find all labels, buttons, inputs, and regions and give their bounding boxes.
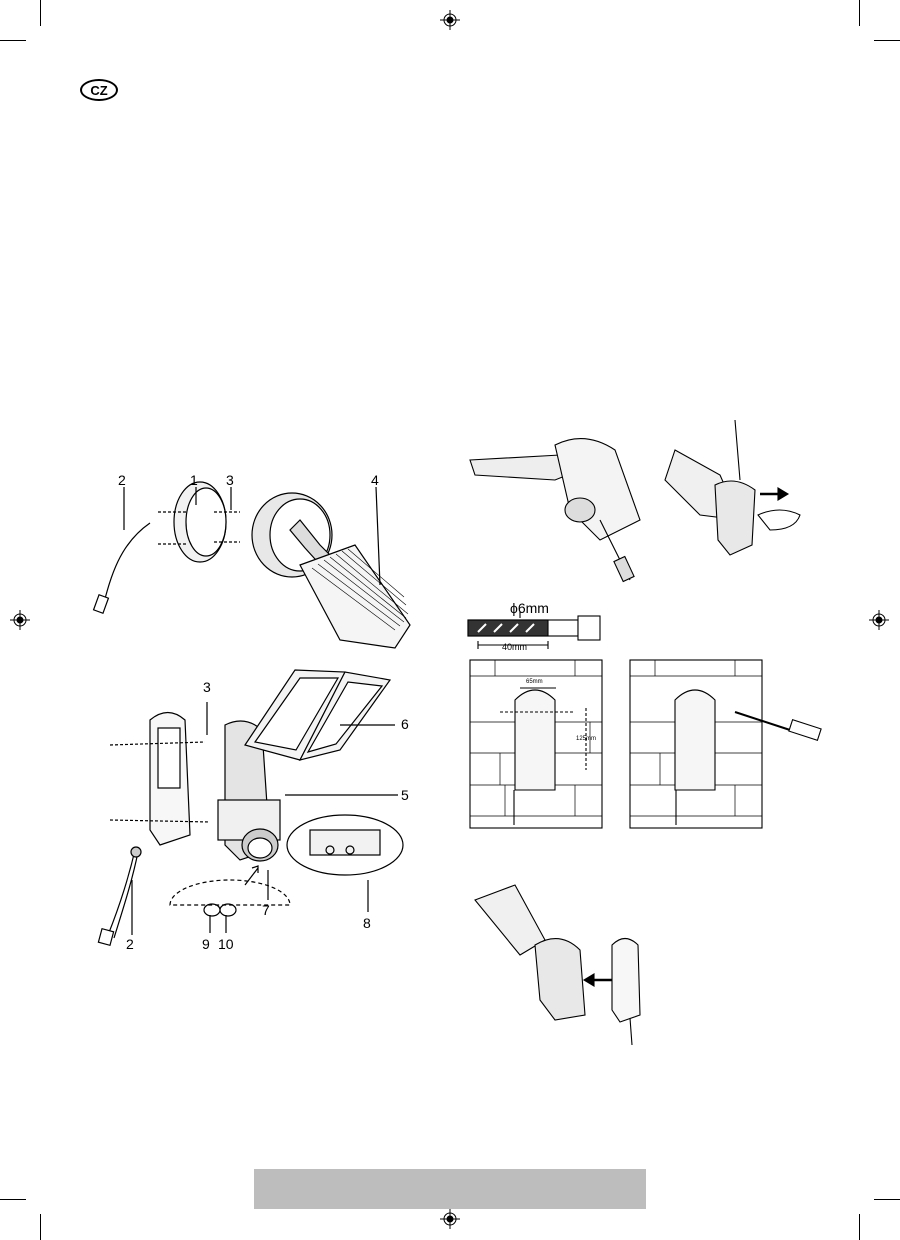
crop-mark: [874, 1199, 900, 1200]
template-width-label: 65mm: [526, 679, 543, 685]
callout-bottom-5: 5: [401, 787, 409, 803]
registration-mark-left: [10, 610, 30, 630]
callout-top-2: 2: [118, 472, 126, 488]
crop-mark: [0, 1199, 26, 1200]
callout-top-1: 1: [190, 472, 198, 488]
callout-bottom-3: 3: [203, 679, 211, 695]
crop-mark: [874, 40, 900, 41]
crop-mark: [859, 0, 860, 26]
drill-depth-label: 40mm: [502, 642, 528, 652]
crop-mark: [859, 1214, 860, 1240]
callout-bottom-10: 10: [218, 936, 234, 952]
crop-mark: [0, 40, 26, 41]
registration-mark-right: [869, 610, 889, 630]
footer-bar: [254, 1169, 646, 1209]
callout-bottom-2: 2: [126, 936, 134, 952]
registration-mark-bottom: [440, 1209, 460, 1229]
drill-diameter-label: ϕ6mm: [510, 600, 549, 616]
callout-bottom-6: 6: [401, 716, 409, 732]
template-height-label: 125mm: [576, 736, 597, 742]
callout-bottom-7: 7: [262, 902, 270, 918]
crop-mark: [40, 1214, 41, 1240]
crop-mark: [40, 0, 41, 26]
callout-top-3: 3: [226, 472, 234, 488]
registration-mark-top: [440, 10, 460, 30]
callout-bottom-8: 8: [363, 915, 371, 931]
callout-top-4: 4: [371, 472, 379, 488]
language-badge: CZ: [80, 79, 118, 101]
callout-bottom-9: 9: [202, 936, 210, 952]
